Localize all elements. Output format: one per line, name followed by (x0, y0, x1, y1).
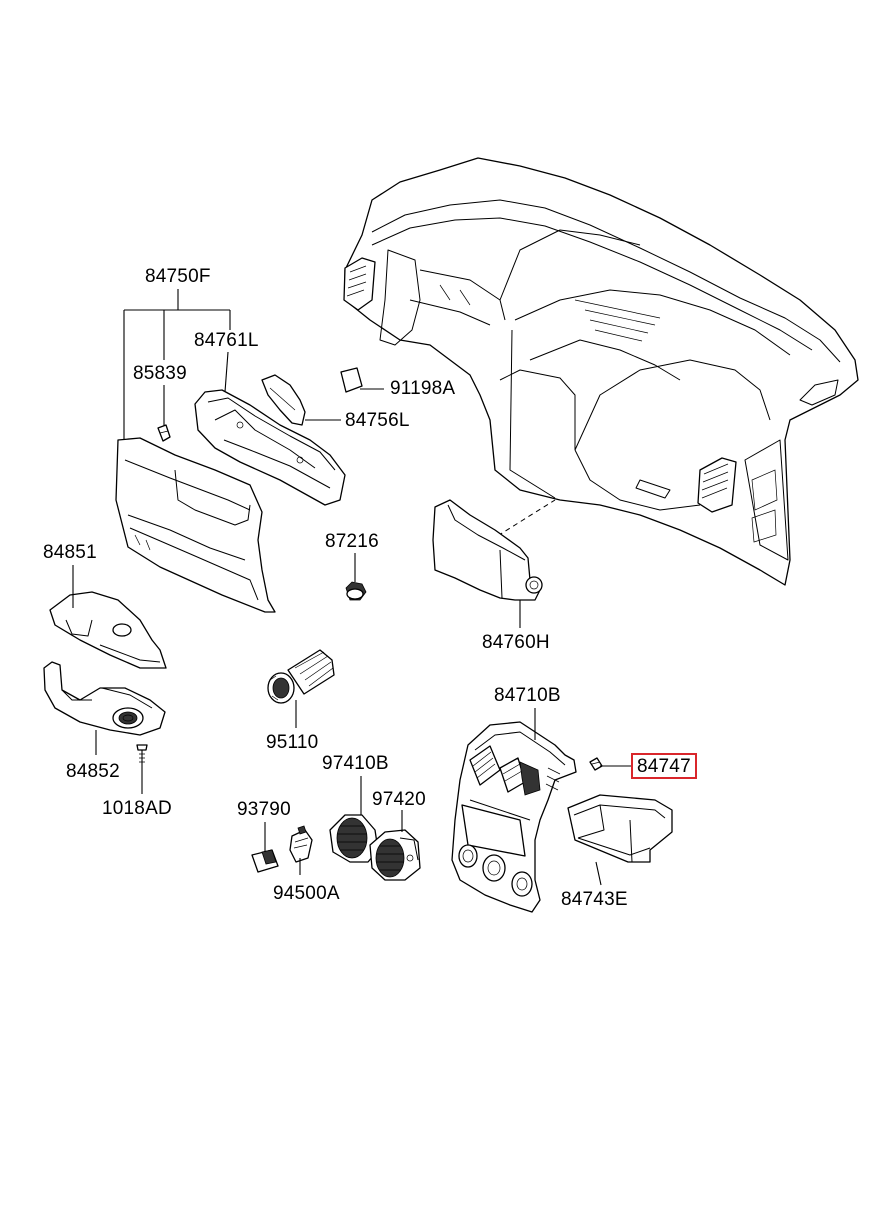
part-label-97410B[interactable]: 97410B (322, 753, 389, 774)
part-label-84750F[interactable]: 84750F (145, 266, 211, 287)
switch-93790 (251, 849, 279, 873)
grommet-87216 (345, 581, 367, 601)
part-label-84743E[interactable]: 84743E (561, 889, 628, 910)
center-fascia-84710B (451, 721, 577, 913)
crash-pad-assembly (343, 157, 859, 586)
center-vent-97410B (329, 814, 379, 863)
part-label-84760H[interactable]: 84760H (482, 632, 550, 653)
part-label-84710B[interactable]: 84710B (494, 685, 561, 706)
part-label-87216[interactable]: 87216 (325, 531, 379, 552)
lower-crash-pad-panel (115, 437, 276, 613)
part-label-91198A[interactable]: 91198A (390, 378, 456, 399)
part-label-1018AD[interactable]: 1018AD (102, 798, 172, 819)
part-label-93790[interactable]: 93790 (237, 799, 291, 820)
screw-1018AD (136, 744, 148, 766)
part-label-84761L[interactable]: 84761L (194, 330, 259, 351)
part-label-94500A[interactable]: 94500A (273, 883, 340, 904)
pad-91198A (340, 367, 363, 393)
part-label-97420[interactable]: 97420 (372, 789, 426, 810)
column-shroud-lower (43, 661, 166, 736)
clip-85839 (157, 424, 171, 442)
duct-84761L (194, 389, 346, 506)
part-label-84852[interactable]: 84852 (66, 761, 120, 782)
panel-84760H (432, 499, 543, 601)
part-label-85839[interactable]: 85839 (133, 363, 187, 384)
clip-84747 (589, 757, 603, 771)
cigar-lighter-95110 (267, 649, 335, 704)
tray-84743E (567, 794, 673, 863)
part-label-84851[interactable]: 84851 (43, 542, 97, 563)
cover-84756L (261, 374, 306, 426)
leader-lines (72, 289, 632, 886)
part-label-84756L[interactable]: 84756L (345, 410, 410, 431)
part-label-84747-highlighted[interactable]: 84747 (631, 753, 697, 779)
column-shroud-upper (49, 591, 167, 669)
sensor-94500A (289, 825, 313, 863)
center-vent-97420 (369, 829, 421, 881)
part-label-95110[interactable]: 95110 (266, 732, 319, 753)
